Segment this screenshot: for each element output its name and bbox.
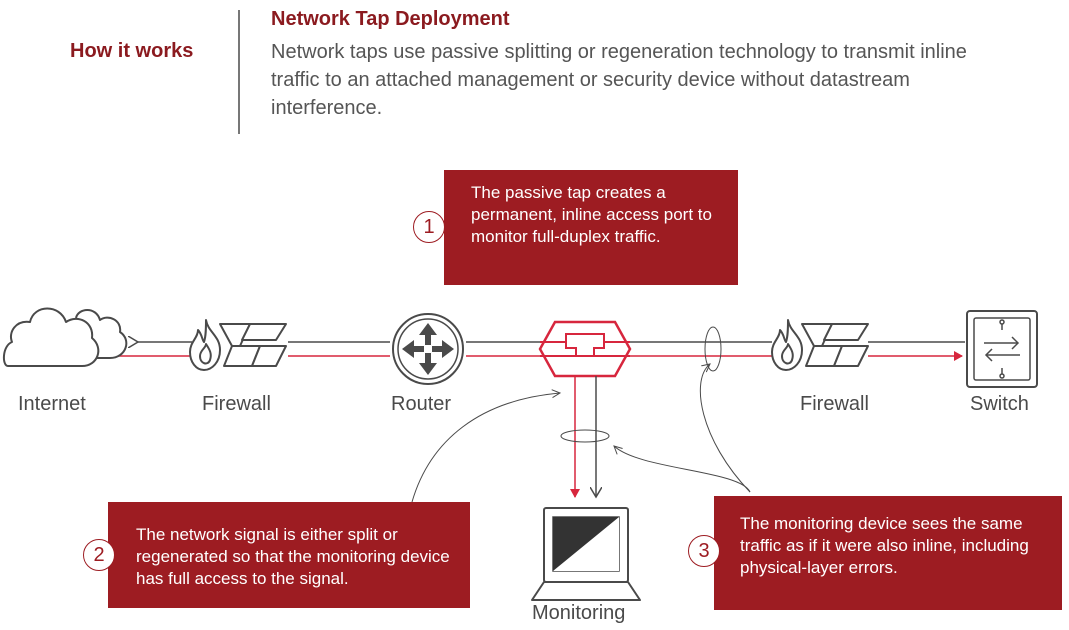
link-marker-ellipse (704, 326, 722, 372)
node-label-firewall-right: Firewall (800, 393, 869, 415)
header-divider (238, 10, 240, 134)
router-icon (392, 313, 464, 385)
callout-2-number: 2 (83, 539, 115, 571)
page-title: Network Tap Deployment (271, 8, 510, 30)
section-label: How it works (70, 40, 194, 62)
firewall-icon (189, 319, 287, 371)
network-tap-icon (538, 320, 632, 378)
node-label-internet: Internet (18, 393, 86, 415)
callout-2: The network signal is either split or re… (108, 502, 470, 608)
switch-icon (966, 310, 1038, 388)
node-label-firewall-left: Firewall (202, 393, 271, 415)
callout-pointers (411, 364, 751, 503)
callout-1: The passive tap creates a permanent, inl… (444, 170, 738, 285)
callout-2-text: The network signal is either split or re… (136, 525, 450, 588)
node-label-router: Router (391, 393, 452, 415)
node-label-monitoring: Monitoring (532, 602, 626, 624)
monitoring-links (560, 376, 610, 497)
callout-3-number: 3 (688, 535, 720, 567)
callout-3: The monitoring device sees the same traf… (714, 496, 1062, 610)
callout-3-text: The monitoring device sees the same traf… (740, 514, 1029, 577)
laptop-icon (531, 507, 641, 601)
callout-1-number: 1 (413, 211, 445, 243)
callout-1-text: The passive tap creates a permanent, inl… (471, 183, 712, 246)
node-label-switch: Switch (970, 393, 1029, 415)
page-description: Network taps use passive splitting or re… (271, 41, 967, 119)
cloud-icon (2, 307, 128, 367)
firewall-icon (771, 319, 869, 371)
